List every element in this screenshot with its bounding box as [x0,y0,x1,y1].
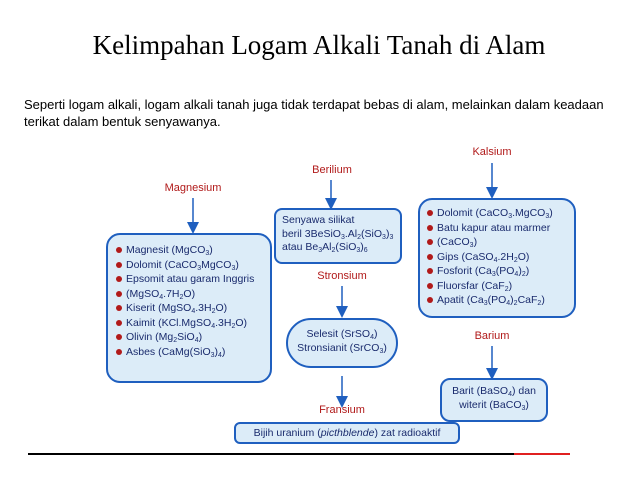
list-item: Kiserit (MgSO4.3H2O) [114,301,266,316]
stronsium-line-1: Selesit (SrSO4) [306,328,378,341]
box-stronsium: Selesit (SrSO4) Stronsianit (SrCO3) [286,318,398,368]
list-item: Dolomit (CaCO3.MgCO3) [425,206,572,221]
list-item: Magnesit (MgCO3) [114,243,266,258]
box-kalsium: Dolomit (CaCO3.MgCO3) Batu kapur atau ma… [418,198,576,318]
list-item: Fosforit (Ca3(PO4)2) [425,264,572,279]
label-kalsium: Kalsium [472,146,512,158]
list-item: Olivin (Mg2SiO4) [114,330,266,345]
bottom-rule [28,453,514,455]
list-item: Batu kapur atau marmer [425,221,572,236]
berilium-line-1: Senyawa silikat [282,214,355,226]
list-item: Epsomit atau garam Inggris [114,272,266,287]
bottom-rule-accent [514,453,570,455]
label-barium: Barium [474,330,510,342]
barium-line-2: witerit (BaCO3) [459,398,529,412]
list-item: Asbes (CaMg(SiO3)4) [114,345,266,360]
list-item: Dolomit (CaCO3MgCO3) [114,258,266,273]
list-item: Apatit (Ca3(PO4)2CaF2) [425,293,572,308]
barium-line-1: Barit (BaSO4) dan [452,385,536,398]
intro-text: Seperti logam alkali, logam alkali tanah… [24,97,604,129]
label-berilium: Berilium [312,164,352,176]
box-barium: Barit (BaSO4) dan witerit (BaCO3) [440,378,548,422]
list-item: Kaimit (KCl.MgSO4.3H2O) [114,316,266,331]
label-magnesium: Magnesium [164,182,222,194]
box-fransium: Bijih uranium (picthblende) zat radioakt… [234,422,460,444]
berilium-line-3: atau Be3Al2(SiO3)6 [282,241,368,254]
list-item: (MgSO4.7H2O) [114,287,266,302]
page-title: Kelimpahan Logam Alkali Tanah di Alam [92,30,546,60]
list-item: Gips (CaSO4.2H2O) [425,250,572,265]
fransium-line-1: Bijih uranium (picthblende) zat radioakt… [253,427,441,439]
box-berilium: Senyawa silikat beril 3BeSiO3.Al2(SiO3)3… [274,208,402,264]
list-item: (CaCO3) [425,235,572,250]
berilium-line-2: beril 3BeSiO3.Al2(SiO3)3 [282,227,394,241]
box-magnesium: Magnesit (MgCO3) Dolomit (CaCO3MgCO3) Ep… [106,233,272,383]
label-stronsium: Stronsium [317,270,367,282]
label-fransium: Fransium [319,404,365,416]
list-item: Fluorsfar (CaF2) [425,279,572,294]
stronsium-line-2: Stronsianit (SrCO3) [297,341,387,355]
